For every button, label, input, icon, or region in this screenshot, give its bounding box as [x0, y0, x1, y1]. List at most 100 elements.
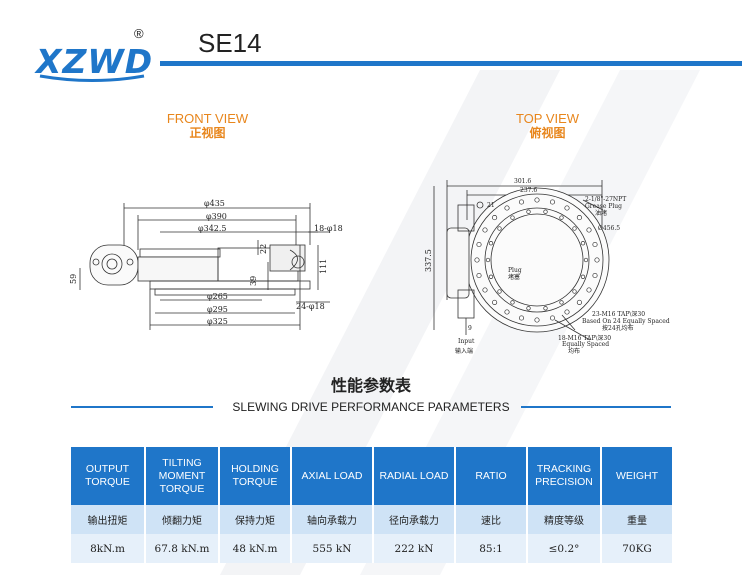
header-ratio: RATIO	[455, 447, 528, 505]
dim-h59: 59	[69, 274, 78, 284]
plug-label: Plug	[508, 267, 522, 274]
bolt-hole	[576, 299, 582, 305]
bolt-hole	[482, 287, 488, 293]
bolt-hole	[592, 241, 598, 248]
table-header-row: OUTPUT TORQUE TILTING MOMENT TORQUE HOLD…	[71, 447, 672, 505]
parameters-table: OUTPUT TORQUE TILTING MOMENT TORQUE HOLD…	[71, 447, 672, 563]
header-axial-load: AXIAL LOAD	[291, 447, 374, 505]
cell-value: 85:1	[455, 534, 528, 563]
table-row-values: 8kN.m 67.8 kN.m 48 kN.m 555 kN 222 kN 85…	[71, 534, 672, 563]
bolt-hole	[526, 209, 531, 214]
plug-zh: 堵塞	[508, 273, 520, 281]
top-view-label: TOP VIEW 俯视图	[495, 111, 600, 141]
perf-divider-left	[71, 406, 213, 408]
cell-zh: 重量	[601, 505, 672, 534]
top-view-label-zh: 俯视图	[529, 126, 566, 140]
title-underline	[160, 61, 742, 66]
cell-zh: 精度等级	[527, 505, 602, 534]
input-label: Input	[458, 338, 475, 345]
bolt-hole	[592, 272, 598, 279]
dim-h337: 337.5	[424, 249, 433, 272]
bolt-hole	[549, 199, 556, 205]
bolt-hole	[492, 215, 498, 221]
header-tracking-precision: TRACKING PRECISION	[527, 447, 602, 505]
bolt-hole	[497, 226, 502, 231]
perf-title-zh: 性能参数表	[330, 376, 411, 395]
dim-d325: φ325	[207, 317, 228, 326]
bolt-hole	[526, 306, 531, 311]
cell-value: 67.8 kN.m	[145, 534, 220, 563]
input-zh: 输入端	[455, 347, 473, 355]
dim-h111: 111	[319, 259, 328, 274]
cell-zh: 轴向承载力	[291, 505, 374, 534]
dim-r21: 21	[487, 202, 495, 209]
bolt-hole	[564, 309, 570, 315]
header-output-torque: OUTPUT TORQUE	[71, 447, 146, 505]
grease-plug-zh: 油堵	[595, 209, 607, 217]
bolt-hole	[543, 306, 548, 311]
bolt-hole	[559, 215, 564, 220]
dim-d265: φ265	[207, 292, 228, 301]
bolt-hole	[488, 274, 494, 279]
dim-pcd18: 18-φ18	[314, 224, 343, 233]
registered-mark: ®	[134, 26, 144, 41]
grease-plug-label: Grease Plug	[585, 203, 622, 210]
perf-divider-right	[521, 406, 671, 408]
bolt-hole	[549, 315, 556, 321]
bolt-hole	[504, 205, 510, 211]
bolt-hole	[586, 287, 592, 293]
header-weight: WEIGHT	[601, 447, 672, 505]
logo-text: XZWD	[36, 42, 154, 81]
bolt-hole	[476, 241, 482, 248]
cell-zh: 倾翻力矩	[145, 505, 220, 534]
bolt-hole	[580, 241, 586, 246]
cell-value: 48 kN.m	[219, 534, 292, 563]
bolt-hole	[476, 272, 482, 279]
page-title: SE14	[198, 28, 262, 58]
dim-h9: 9	[468, 325, 472, 332]
dim-h22: 22	[259, 244, 268, 254]
brand-logo: XZWD ®	[36, 26, 152, 84]
cell-zh: 输出扭矩	[71, 505, 146, 534]
cell-zh: 速比	[455, 505, 528, 534]
table-row-zh: 输出扭矩 倾翻力矩 保持力矩 轴向承载力 径向承载力 速比 精度等级 重量	[71, 505, 672, 534]
header-holding-torque: HOLDING TORQUE	[219, 447, 292, 505]
cell-value: 555 kN	[291, 534, 374, 563]
tap18-zh: 均布	[568, 347, 580, 355]
cell-value: 222 kN	[373, 534, 456, 563]
bolt-hole	[482, 227, 488, 233]
perf-title-en: SLEWING DRIVE PERFORMANCE PARAMETERS	[232, 400, 510, 414]
tap23-zh: 按24孔均布	[602, 324, 634, 332]
dim-d435: φ435	[204, 199, 225, 208]
dim-d390: φ390	[206, 212, 227, 221]
bolt-hole	[497, 289, 502, 294]
bolt-hole	[580, 274, 586, 279]
bolt-hole	[485, 257, 491, 263]
top-view-label-en: TOP VIEW	[515, 111, 580, 126]
bolt-hole	[534, 317, 540, 323]
cell-value: ≤0.2°	[527, 534, 602, 563]
bolt-hole	[594, 257, 600, 263]
bolt-hole	[572, 289, 577, 294]
bolt-hole	[518, 199, 525, 205]
cell-zh: 径向承载力	[373, 505, 456, 534]
dim-d456: Ø456.5	[598, 225, 620, 232]
front-view-label-zh: 正视图	[189, 126, 226, 140]
cell-value: 70KG	[601, 534, 672, 563]
bolt-hole	[543, 209, 548, 214]
bolt-hole	[572, 226, 577, 231]
front-view-label-en: FRONT VIEW	[166, 111, 249, 126]
dim-w237: 237.6	[520, 187, 537, 194]
tap23-spec: 23-M16 TAP\深30	[592, 310, 645, 318]
dim-d295: φ295	[207, 305, 228, 314]
front-view-label: FRONT VIEW 正视图	[150, 111, 265, 141]
bolt-hole	[583, 257, 589, 263]
bolt-hole	[586, 227, 592, 233]
bolt-hole	[564, 205, 570, 211]
bolt-hole	[492, 299, 498, 305]
bolt-hole	[504, 309, 510, 315]
bolt-hole	[474, 257, 480, 263]
tap23-note: Based On 24 Equally Spaced	[582, 318, 670, 325]
bolt-hole	[510, 215, 515, 220]
bolt-hole	[510, 300, 515, 305]
